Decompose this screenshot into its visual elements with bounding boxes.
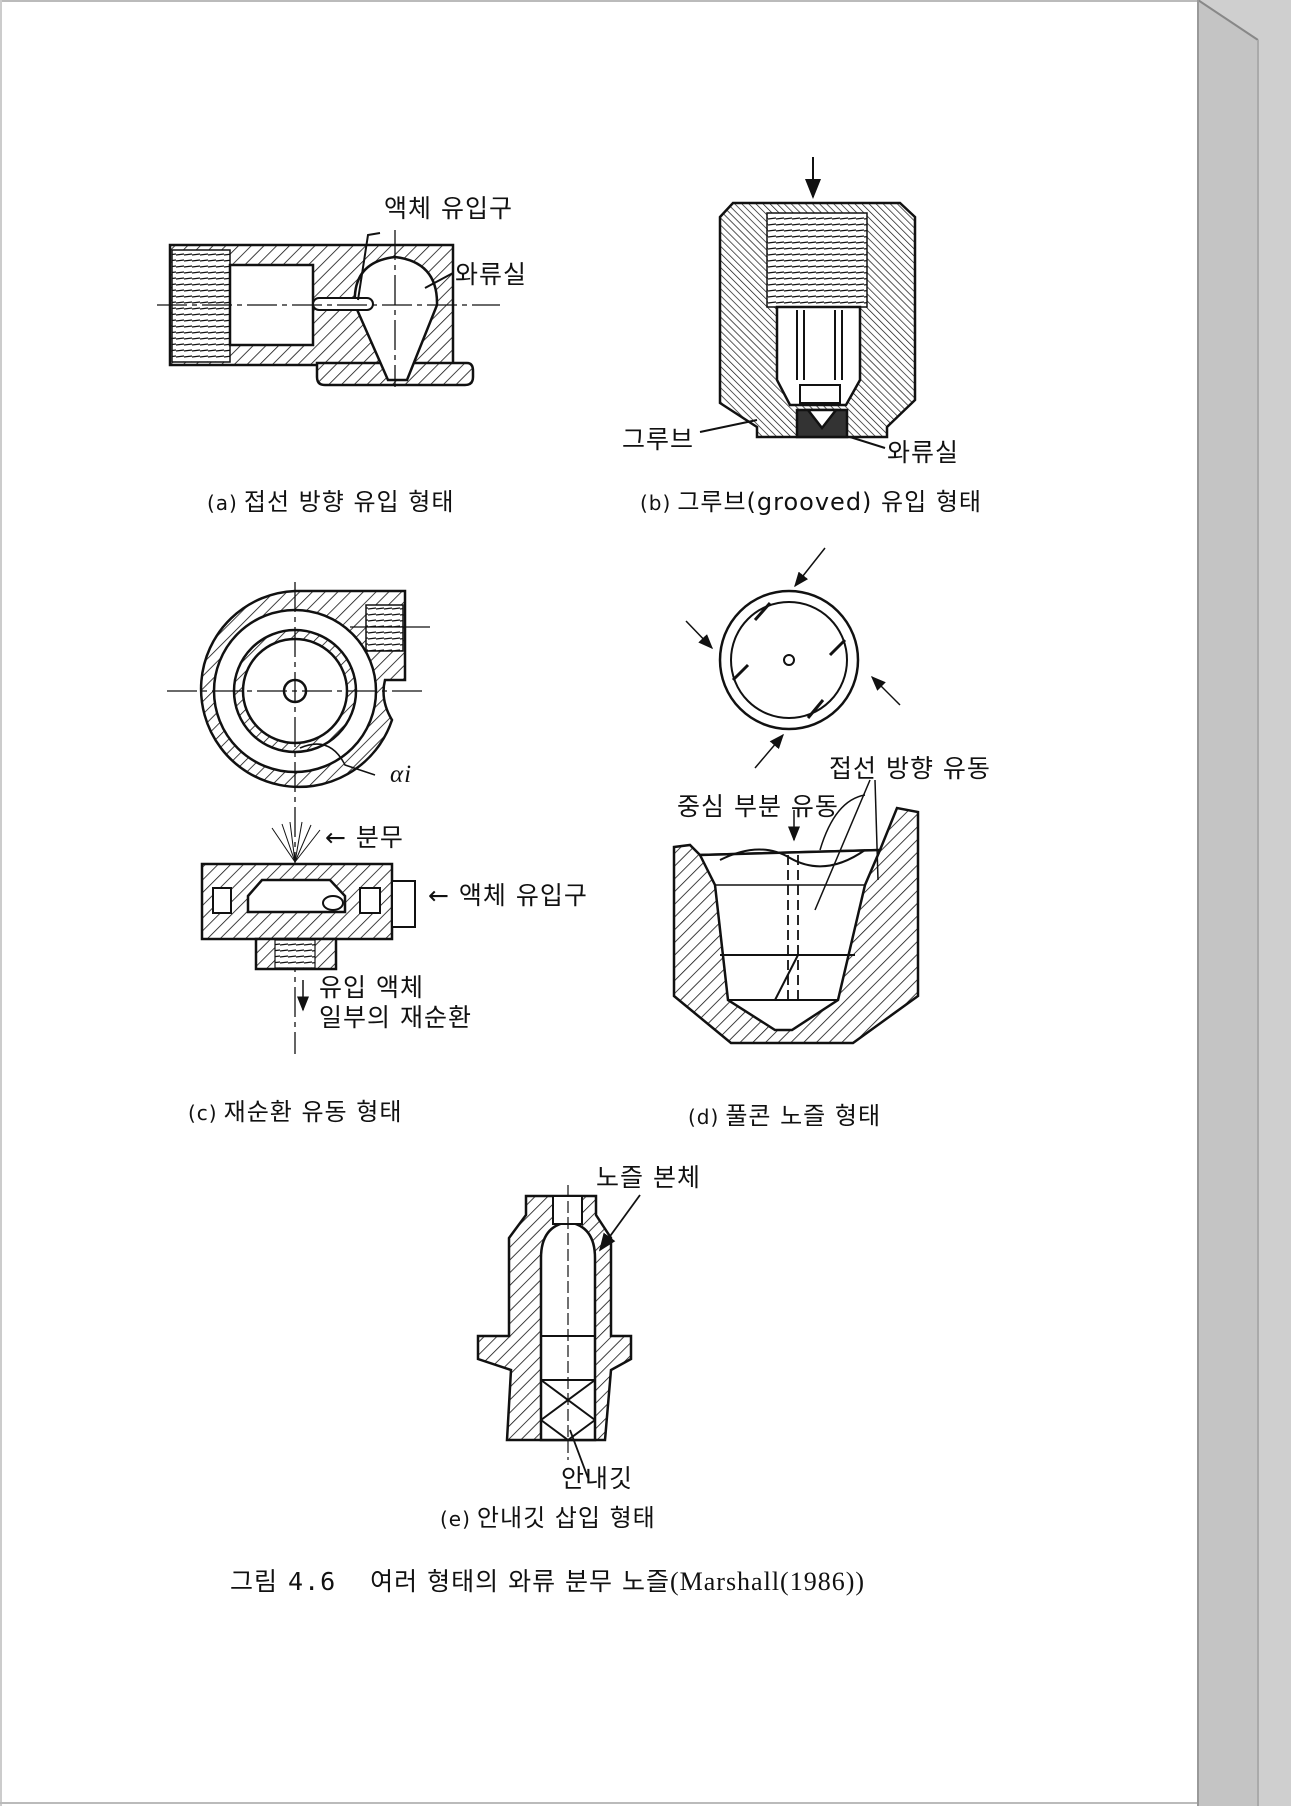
label-liquid-inlet-c: ← 액체 유입구 <box>428 881 588 910</box>
caption-c-text: 재순환 유동 형태 <box>223 1098 403 1126</box>
label-swirl-chamber-b: 와류실 <box>887 438 960 467</box>
caption-d-id: (d) <box>688 1105 720 1129</box>
caption-a: (a)접선 방향 유입 형태 <box>207 490 454 514</box>
label-swirl-chamber-a: 와류실 <box>455 260 528 289</box>
caption-c-id: (c) <box>188 1101 218 1125</box>
diagram-d-full-cone-top <box>685 547 901 769</box>
caption-a-id: (a) <box>207 491 238 515</box>
caption-b: (b)그루브(grooved) 유입 형태 <box>640 490 982 514</box>
label-inflow-liquid: 유입 액체 <box>319 973 424 1002</box>
caption-a-text: 접선 방향 유입 형태 <box>243 488 455 516</box>
label-angle-alpha-i: αi <box>390 761 413 788</box>
label-partial-recirculation: 일부의 재순환 <box>319 1003 472 1032</box>
figure-source: (Marshall(1986)) <box>669 1567 866 1596</box>
diagram-a-tangential-inlet <box>157 230 500 387</box>
spray-lines <box>271 821 321 863</box>
label-guide-vane: 안내깃 <box>561 1464 634 1493</box>
figure-title: 여러 형태의 와류 분무 노즐 <box>370 1567 670 1596</box>
caption-b-text: 그루브(grooved) 유입 형태 <box>677 488 983 516</box>
figure-number: 4.6 <box>288 1567 337 1596</box>
figure-label: 그림 <box>230 1567 279 1596</box>
label-spray: ← 분무 <box>325 823 404 852</box>
caption-b-id: (b) <box>640 491 672 515</box>
caption-e: (e)안내깃 삽입 형태 <box>440 1506 656 1530</box>
caption-e-id: (e) <box>440 1507 471 1531</box>
caption-d-text: 풀콘 노즐 형태 <box>725 1102 882 1130</box>
label-groove: 그루브 <box>622 425 695 454</box>
figure-caption: 그림 4.6 여러 형태의 와류 분무 노즐(Marshall(1986)) <box>230 1562 865 1598</box>
diagram-c-recirculation-section <box>200 821 416 1012</box>
caption-c: (c)재순환 유동 형태 <box>188 1100 402 1124</box>
caption-d: (d)풀콘 노즐 형태 <box>688 1104 881 1128</box>
diagram-e-vane-insert <box>476 1185 641 1479</box>
caption-e-text: 안내깃 삽입 형태 <box>476 1504 656 1532</box>
label-nozzle-body: 노즐 본체 <box>596 1163 701 1192</box>
diagram-b-grooved-inlet <box>699 157 917 449</box>
label-tangential-flow: 접선 방향 유동 <box>829 754 991 783</box>
label-central-flow: 중심 부분 유동 <box>677 792 839 821</box>
diagram-d-full-cone-section <box>672 779 920 1045</box>
label-liquid-inlet-a: 액체 유입구 <box>384 194 513 223</box>
diagram-c-recirculation-top <box>167 582 430 1054</box>
